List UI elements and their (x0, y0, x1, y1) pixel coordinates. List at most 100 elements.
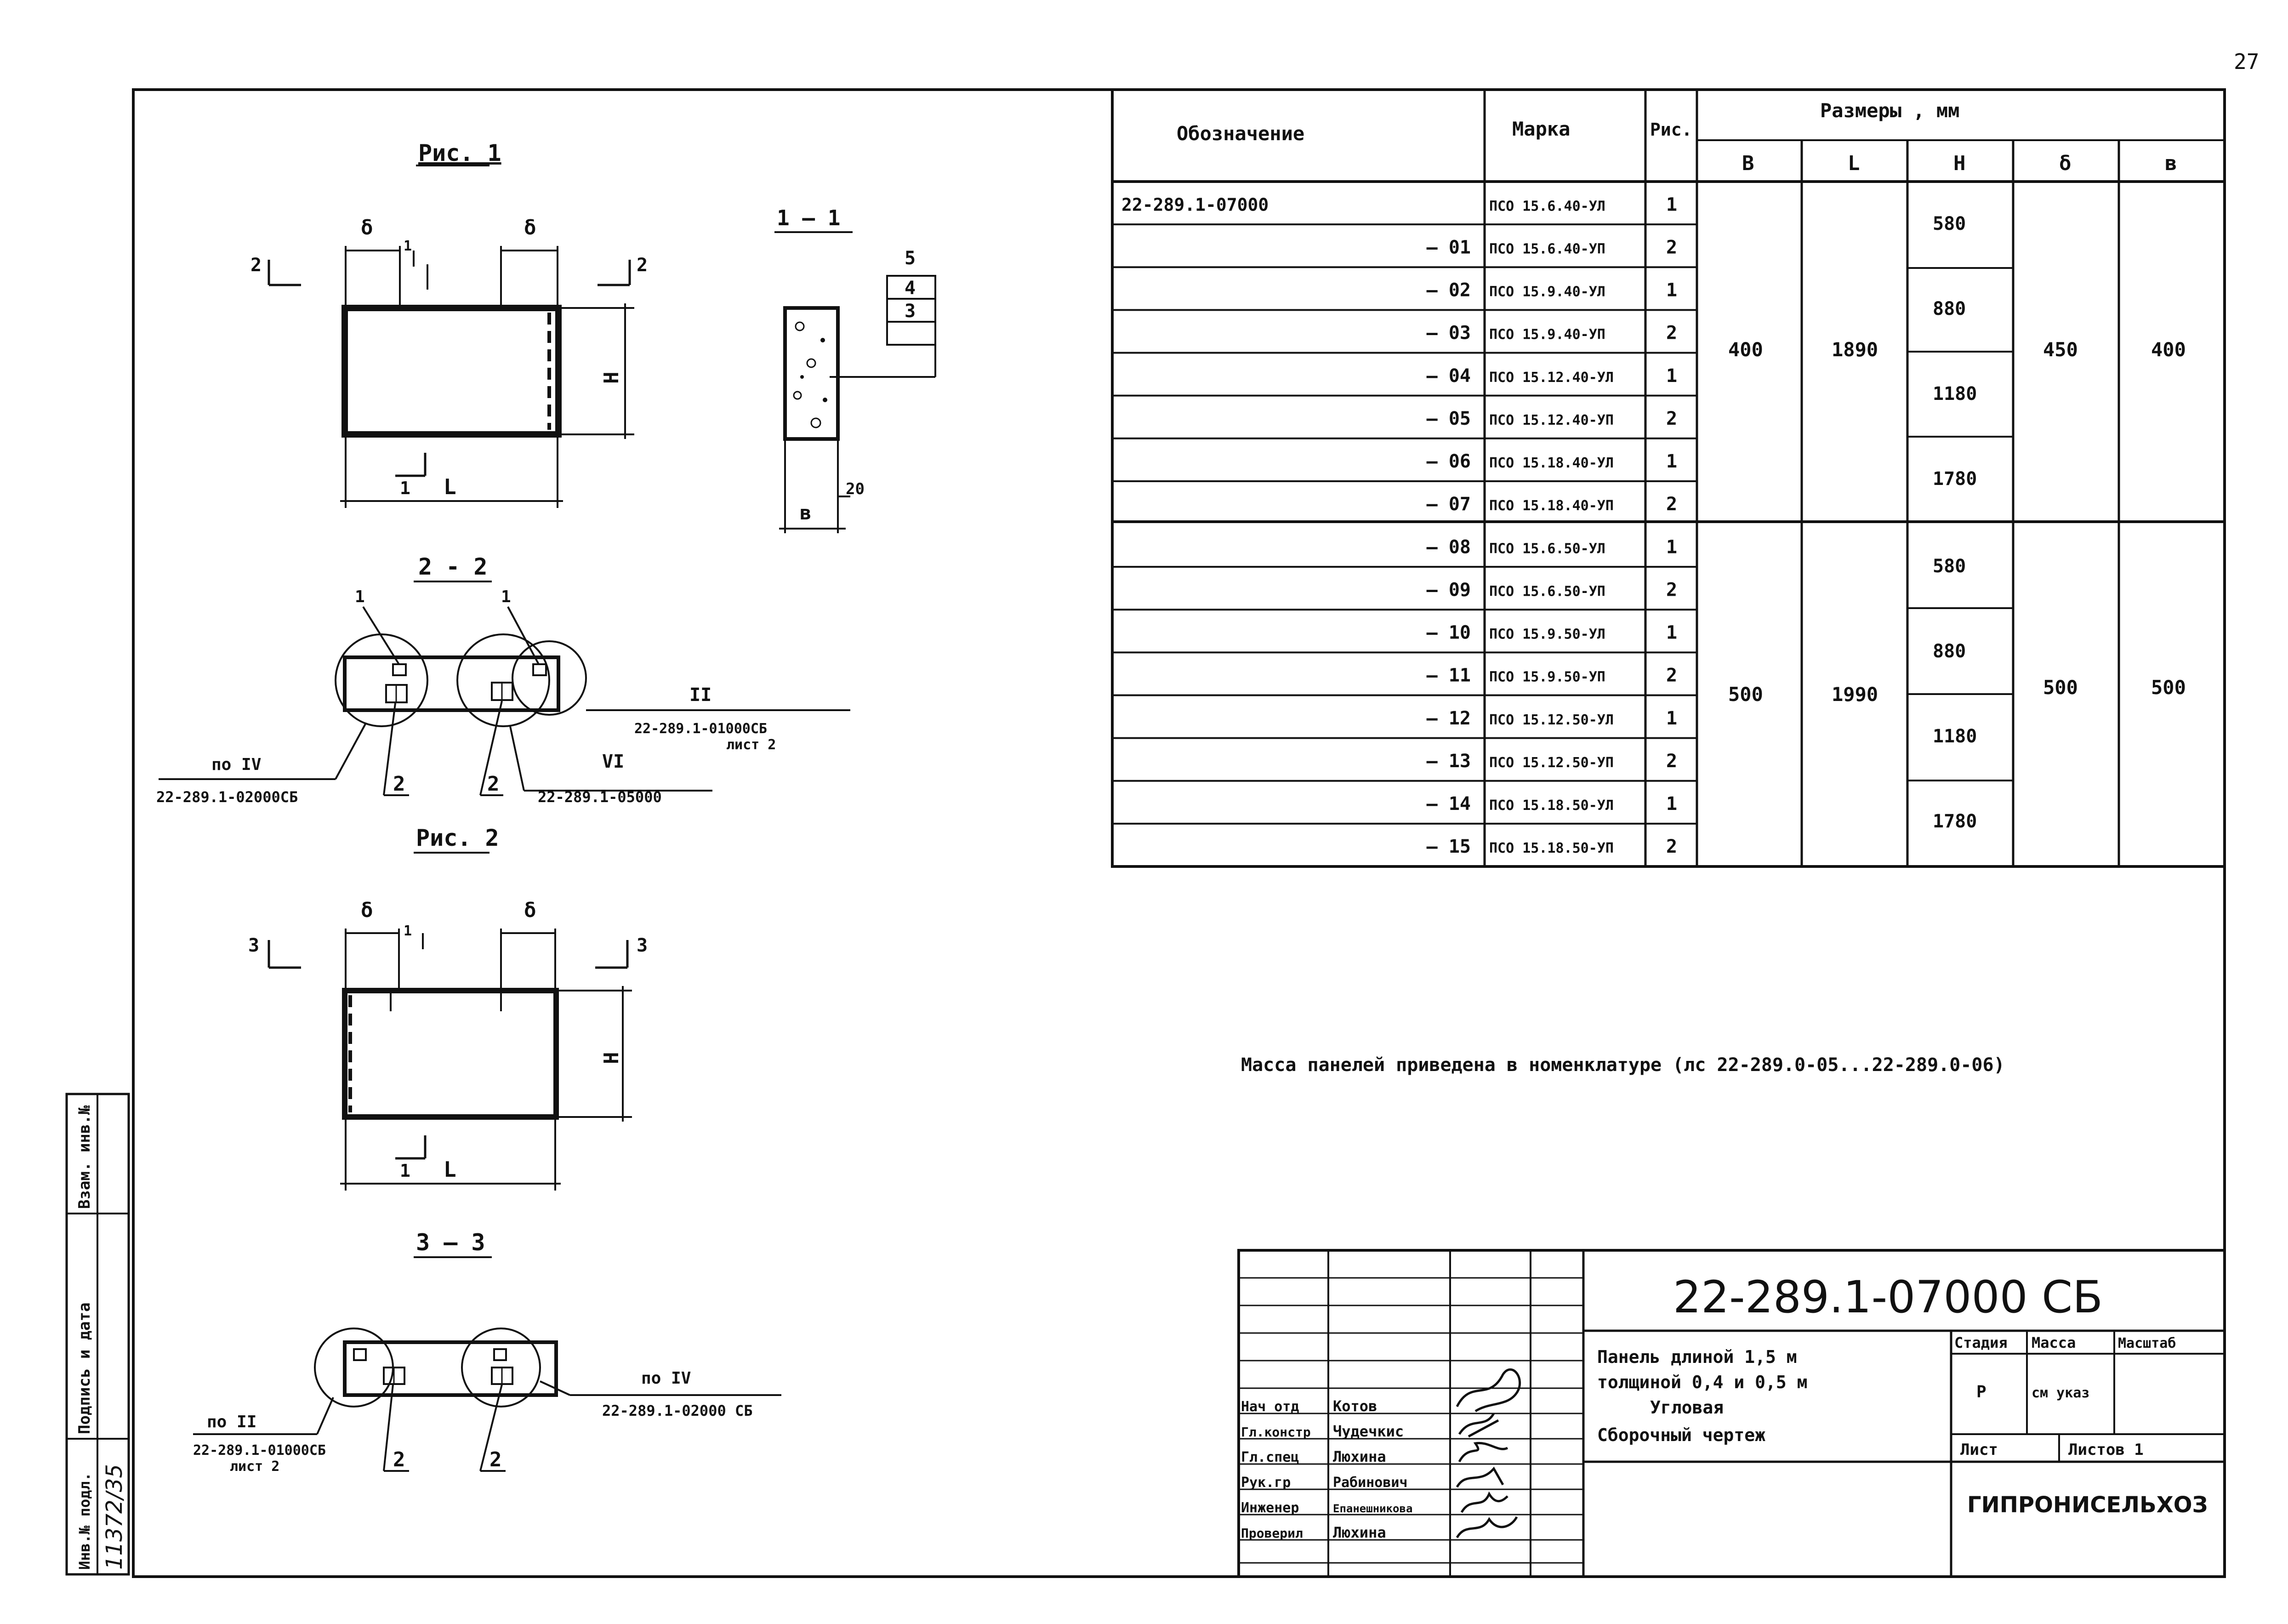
row-mark: ПСО 15.6.50-УЛ (1489, 541, 1605, 557)
person-name: Чудечкис (1333, 1423, 1404, 1440)
signature (1458, 1442, 1508, 1463)
signature (1456, 1368, 1521, 1413)
layer-3: 3 (905, 301, 916, 322)
row-mark: ПСО 15.6.40-УЛ (1489, 198, 1605, 214)
row-fig: 2 (1666, 408, 1677, 429)
section-3-3: 3 — 3 2 2 по II 22-289.1-01000СБ лист 2 … (193, 1229, 781, 1475)
fig2-delta-right: δ (524, 899, 536, 922)
header-designation: Обозначение (1177, 122, 1304, 145)
fig2-H: Н (600, 1052, 623, 1065)
header-delta: δ (2059, 152, 2072, 175)
row-designation: — 15 (1427, 836, 1471, 857)
section33-title: 3 — 3 (416, 1229, 485, 1256)
ref-mid: 22-289.1-05000 (538, 788, 662, 806)
row-mark: ПСО 15.6.50-УП (1489, 583, 1605, 599)
g2-B: 500 (1728, 683, 1763, 706)
fig1-cut-left: 2 (250, 255, 262, 276)
row-fig: 1 (1666, 365, 1677, 387)
section22-pos2b: 2 (487, 772, 500, 796)
person-name: Епанешникова (1333, 1502, 1412, 1515)
row-designation: — 09 (1427, 579, 1471, 600)
row-designation: — 04 (1427, 365, 1471, 387)
row-fig: 2 (1666, 237, 1677, 258)
section22-panel (343, 655, 560, 712)
ref-right-mark: II (689, 684, 711, 706)
ref-mid-mark: VI (602, 751, 624, 772)
ref33-right: 22-289.1-02000 СБ (602, 1402, 753, 1419)
row-designation: — 13 (1427, 751, 1471, 772)
mass-header: Масса (2032, 1334, 2076, 1351)
g2-L: 1990 (1832, 683, 1878, 706)
h-val: 1180 (1933, 726, 1977, 747)
row-mark: ПСО 15.12.40-УЛ (1489, 370, 1614, 386)
ref-left-mark: по IV (211, 755, 261, 774)
g2-b: 500 (2151, 676, 2186, 699)
h-val: 1180 (1933, 383, 1977, 405)
row-designation: 22-289.1-07000 (1121, 194, 1269, 215)
row-designation: — 08 (1427, 536, 1471, 558)
g2-delta: 500 (2043, 676, 2078, 699)
spec-table: Обозначение Марка Рис. Размеры , мм В L … (1111, 88, 2226, 868)
row-mark: ПСО 15.18.50-УП (1489, 840, 1614, 856)
section-2-2: 2 - 2 1 1 2 2 по IV 22-289.1-02000СБ VI … (156, 553, 850, 806)
row-fig: 1 (1666, 708, 1677, 729)
h-val: 1780 (1933, 468, 1977, 490)
fig1-section-mark: 1 (400, 478, 410, 498)
desc-line-3: Угловая (1650, 1397, 1724, 1418)
section22-title: 2 - 2 (418, 553, 488, 580)
section33-pos2a: 2 (393, 1448, 405, 1471)
ref-left: 22-289.1-02000СБ (156, 788, 298, 806)
h-val: 880 (1933, 641, 1966, 662)
row-mark: ПСО 15.9.50-УП (1489, 669, 1605, 685)
fig1-L: L (444, 474, 456, 499)
row-designation: — 01 (1427, 237, 1471, 258)
fig1-panel (341, 305, 562, 438)
fig1-cut-right: 2 (637, 255, 648, 276)
row-designation: — 05 (1427, 408, 1471, 429)
ref33-left: 22-289.1-01000СБ (193, 1442, 326, 1459)
g1-b: 400 (2151, 338, 2186, 361)
header-H: Н (1953, 152, 1966, 175)
fig2-drawing: Рис. 2 δ δ 1 3 3 Н L 1 (248, 825, 648, 1191)
stamp-inv: Инв.№ подл. (76, 1472, 93, 1570)
row-mark: ПСО 15.9.40-УЛ (1489, 284, 1605, 300)
row-fig: 1 (1666, 793, 1677, 815)
fig1-H: Н (600, 372, 623, 384)
signature (1456, 1516, 1518, 1539)
ref33-right-mark: по IV (641, 1369, 691, 1388)
person-name: Люхина (1333, 1448, 1386, 1465)
title-block: 22-289.1-07000 СБ Панель длиной 1,5 м то… (1237, 1249, 2226, 1578)
row-fig: 1 (1666, 451, 1677, 472)
fig2-L: L (444, 1157, 456, 1182)
ref-right-sheet: лист 2 (726, 737, 776, 753)
row-mark: ПСО 15.6.40-УП (1489, 241, 1605, 257)
signature (1460, 1491, 1508, 1513)
row-fig: 1 (1666, 280, 1677, 301)
side-stamp: Взам. инв.№ Подпись и дата Инв.№ подл. 1… (65, 1093, 130, 1576)
header-L: L (1848, 152, 1860, 175)
role: Рук.гр (1241, 1475, 1291, 1491)
row-fig: 2 (1666, 579, 1677, 600)
stage-header: Стадия (1954, 1334, 2008, 1351)
g1-L: 1890 (1832, 338, 1878, 361)
row-mark: ПСО 15.18.40-УП (1489, 498, 1614, 514)
row-fig: 1 (1666, 622, 1677, 644)
row-mark: ПСО 15.9.50-УЛ (1489, 627, 1605, 643)
ref33-left-mark: по II (207, 1413, 256, 1431)
role: Нач отд (1241, 1399, 1299, 1415)
h-val: 1780 (1933, 811, 1977, 832)
header-B: В (1742, 152, 1754, 175)
layer-4: 4 (905, 278, 916, 299)
section22-pos1a: 1 (355, 587, 365, 606)
header-b: в (2165, 152, 2177, 175)
g1-delta: 450 (2043, 338, 2078, 361)
row-mark: ПСО 15.12.40-УП (1489, 412, 1614, 428)
header-sizes: Размеры , мм (1820, 99, 1959, 122)
signature (1456, 1466, 1504, 1488)
section11-title: 1 — 1 (777, 205, 840, 230)
row-designation: — 10 (1427, 622, 1471, 644)
row-fig: 2 (1666, 836, 1677, 857)
fig1-title: Рис. 1 (418, 140, 501, 166)
section11-panel (783, 306, 840, 441)
